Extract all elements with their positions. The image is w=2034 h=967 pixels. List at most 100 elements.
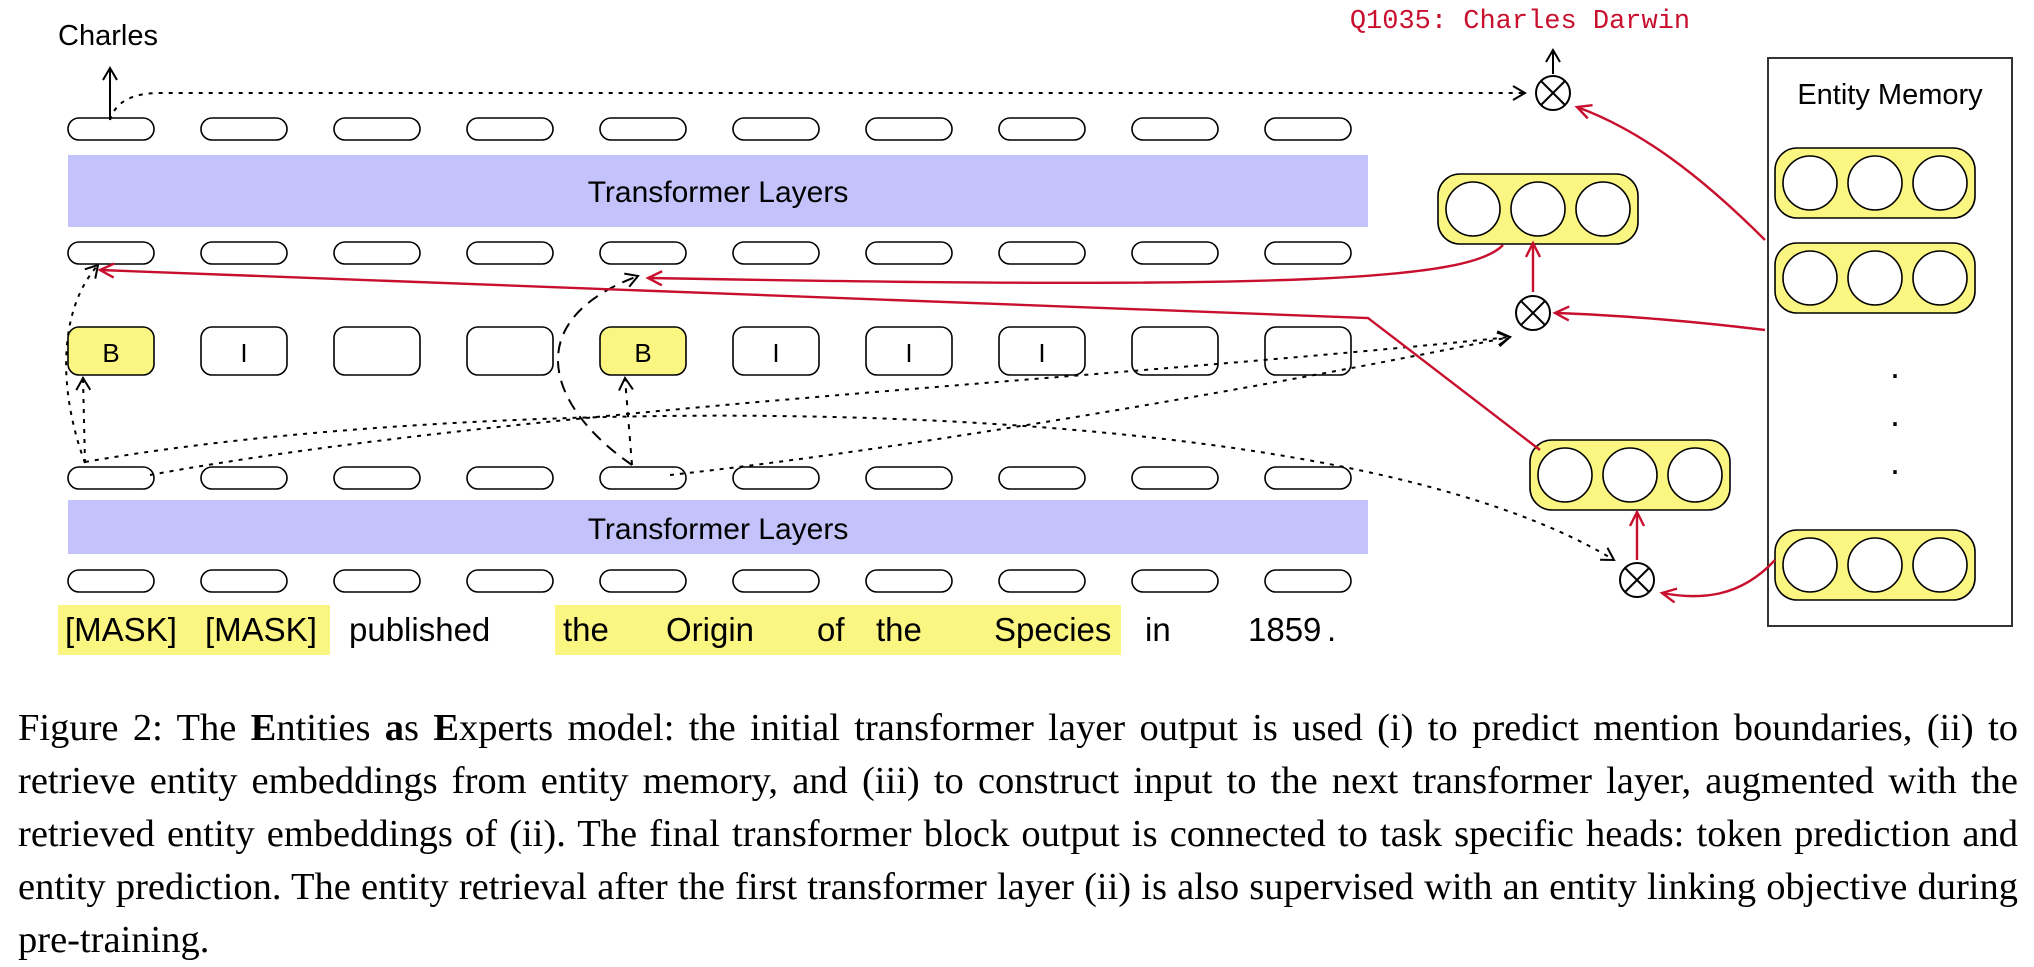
bio-tag-box [67,326,155,376]
input-embedding-slot [466,569,554,593]
input-embedding-slots [67,569,1352,593]
transformer-lower-label: Transformer Layers [588,513,849,546]
augmented-input-slot [865,241,953,265]
final-output-slot [466,117,554,141]
entity-span-highlight [555,605,1121,655]
token-origin: Origin [666,611,754,648]
retrieved-embedding-upper [1437,173,1639,245]
entity-memory-box [1767,57,2013,627]
figure-caption: Figure 2: The Entities as Experts model:… [18,707,2019,961]
token-mask-2: [MASK] [205,611,317,648]
first-layer-output-slot [732,466,820,490]
bio-tag-box [732,326,820,376]
bio-tag-box [599,326,687,376]
combine-node-top [1535,75,1571,111]
token-the-1: the [563,611,609,648]
input-embedding-slot [1131,569,1219,593]
first-layer-output-slot [1131,466,1219,490]
first-layer-output-slot [599,466,687,490]
bio-tag-box [200,326,288,376]
first-layer-output-slot [466,466,554,490]
input-embedding-slot [67,569,155,593]
entity-memory-label: Entity Memory [1797,79,1983,111]
retrieved-entity-embeddings [1437,173,1731,511]
input-embedding-slot [333,569,421,593]
augmented-input-slot [998,241,1086,265]
memory-ellipsis-dot-2: · [1889,401,1901,442]
bio-tag-box [333,326,421,376]
augmented-input-slot [333,241,421,265]
final-output-slot [732,117,820,141]
token-in: in [1145,611,1171,648]
augmented-input-slot [599,241,687,265]
combine-node-middle [1515,295,1551,331]
entity-prediction-label: Q1035: Charles Darwin [1350,7,1690,37]
token-the-2: the [876,611,922,648]
first-layer-output-slot [200,466,288,490]
bio-tag-label: I [905,338,912,368]
final-output-slot [865,117,953,141]
input-tokens: [MASK] [MASK] published the Origin of th… [65,611,1336,648]
bio-tag-label: I [772,338,779,368]
entity-memory-slots [1774,147,1976,601]
bio-tag-label: I [240,338,247,368]
token-species: Species [994,611,1111,648]
memory-ellipsis-dot-1: · [1889,353,1901,394]
bio-tag-box [466,326,554,376]
augmented-input-slot [200,241,288,265]
retrieved-embedding-lower [1529,439,1731,511]
first-layer-output-slots [67,466,1352,490]
combine-node-lower [1619,562,1655,598]
token-mask-1: [MASK] [65,611,177,648]
augmented-input-slot [1131,241,1219,265]
augmented-input-slots [67,241,1352,265]
first-layer-output-slot [67,466,155,490]
augmented-input-slot [67,241,155,265]
bio-tag-box [998,326,1086,376]
bio-tag-box [1264,326,1352,376]
bio-tag-label: B [102,338,119,368]
mask-highlight [58,605,330,655]
first-layer-output-slot [333,466,421,490]
input-embedding-slot [732,569,820,593]
transformer-upper-label: Transformer Layers [588,176,849,209]
final-output-slot [200,117,288,141]
final-output-slot [67,117,155,141]
first-layer-output-slot [998,466,1086,490]
augmented-input-slot [732,241,820,265]
bio-tag-label: B [634,338,651,368]
final-output-slots [67,117,1352,141]
entity-memory-vector [1774,529,1976,601]
red-flow-arrows [97,104,1776,604]
final-output-slot [1264,117,1352,141]
transformer-layers-lower [68,500,1368,554]
first-layer-output-slot [865,466,953,490]
bio-tag-label: I [1038,338,1045,368]
input-embedding-slot [998,569,1086,593]
final-output-slot [333,117,421,141]
bio-tag-box [1131,326,1219,376]
input-embedding-slot [865,569,953,593]
token-1859: 1859 [1248,611,1321,648]
augmented-input-slot [466,241,554,265]
input-embedding-slot [1264,569,1352,593]
bio-tag-box [865,326,953,376]
augmented-input-slot [1264,241,1352,265]
memory-ellipsis-dot-3: · [1889,449,1901,490]
input-embedding-slot [200,569,288,593]
first-layer-output-slot [1264,466,1352,490]
token-published: published [349,611,490,648]
token-period: . [1327,611,1336,648]
final-output-slot [599,117,687,141]
transformer-layers-upper [68,155,1368,227]
final-output-slot [998,117,1086,141]
entity-memory-vector [1774,242,1976,314]
input-embedding-slot [599,569,687,593]
black-flow-arrows [65,48,1616,562]
entity-memory-vector [1774,147,1976,219]
top-output-label: Charles [58,20,158,52]
token-of: of [817,611,845,648]
final-output-slot [1131,117,1219,141]
